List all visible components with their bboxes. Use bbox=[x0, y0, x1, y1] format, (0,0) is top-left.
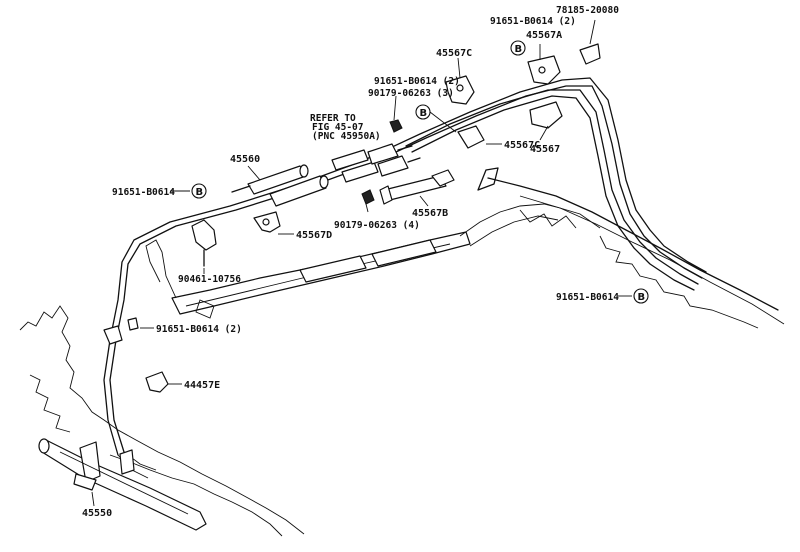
label-45567: 45567 bbox=[530, 144, 560, 155]
label-91651-top-b: 91651-B0614 (2) bbox=[374, 76, 460, 87]
bolt-marker-mid: B bbox=[415, 104, 431, 120]
svg-text:B: B bbox=[420, 108, 428, 119]
label-91651-low: 91651-B0614 (2) bbox=[156, 324, 242, 335]
svg-text:B: B bbox=[638, 292, 646, 303]
flex-hose-assembly bbox=[331, 143, 421, 183]
clip-44457E bbox=[145, 371, 169, 393]
label-refer-1: REFER TO bbox=[310, 113, 356, 124]
label-45560: 45560 bbox=[230, 154, 260, 165]
clamp-78185 bbox=[579, 43, 601, 65]
leader-lines bbox=[91, 19, 632, 507]
label-91651-left: 91651-B0614 bbox=[112, 187, 175, 198]
bracket-45567 bbox=[529, 101, 563, 129]
bolt-marker-top: B bbox=[510, 40, 526, 56]
bracket-45567B bbox=[379, 169, 455, 205]
frame-rail-right bbox=[477, 167, 785, 329]
bolt-marker-left: B bbox=[191, 183, 207, 199]
clamp-45567A bbox=[527, 55, 561, 85]
label-91651-top-a: 91651-B0614 (2) bbox=[490, 16, 576, 27]
svg-text:B: B bbox=[515, 44, 523, 55]
label-45567D: 45567D bbox=[296, 230, 332, 241]
nut-90179-a bbox=[389, 119, 403, 133]
clamp-90461 bbox=[191, 219, 217, 267]
svg-text:B: B bbox=[196, 187, 204, 198]
label-45567C-top: 45567C bbox=[436, 48, 472, 59]
label-91651-right: 91651-B0614 bbox=[556, 292, 619, 303]
part-45550 bbox=[38, 438, 207, 531]
label-90461-10756: 90461-10756 bbox=[178, 274, 241, 285]
nut-90179-b bbox=[361, 189, 375, 205]
part-45560 bbox=[231, 164, 329, 207]
clamp-91651-low bbox=[103, 317, 139, 345]
clamp-45567D bbox=[253, 211, 281, 233]
label-45567C-mid: 45567C bbox=[504, 140, 540, 151]
label-90179-b: 90179-06263 (4) bbox=[334, 220, 420, 231]
label-78185-20080: 78185-20080 bbox=[556, 5, 619, 16]
floor-tunnel bbox=[145, 203, 601, 319]
label-refer-2: FIG 45-07 bbox=[312, 122, 363, 133]
label-45567A: 45567A bbox=[526, 30, 562, 41]
label-45567B: 45567B bbox=[412, 208, 448, 219]
label-90179-a: 90179-06263 (3) bbox=[368, 88, 454, 99]
label-refer-3: (PNC 45950A) bbox=[312, 131, 381, 142]
label-44457E: 44457E bbox=[184, 380, 220, 391]
bolt-marker-right: B bbox=[633, 288, 649, 304]
frame-outline-left bbox=[19, 305, 305, 537]
label-45550: 45550 bbox=[82, 508, 112, 519]
clamp-45567C-top bbox=[445, 75, 475, 105]
clamp-45567C-mid bbox=[457, 125, 485, 149]
